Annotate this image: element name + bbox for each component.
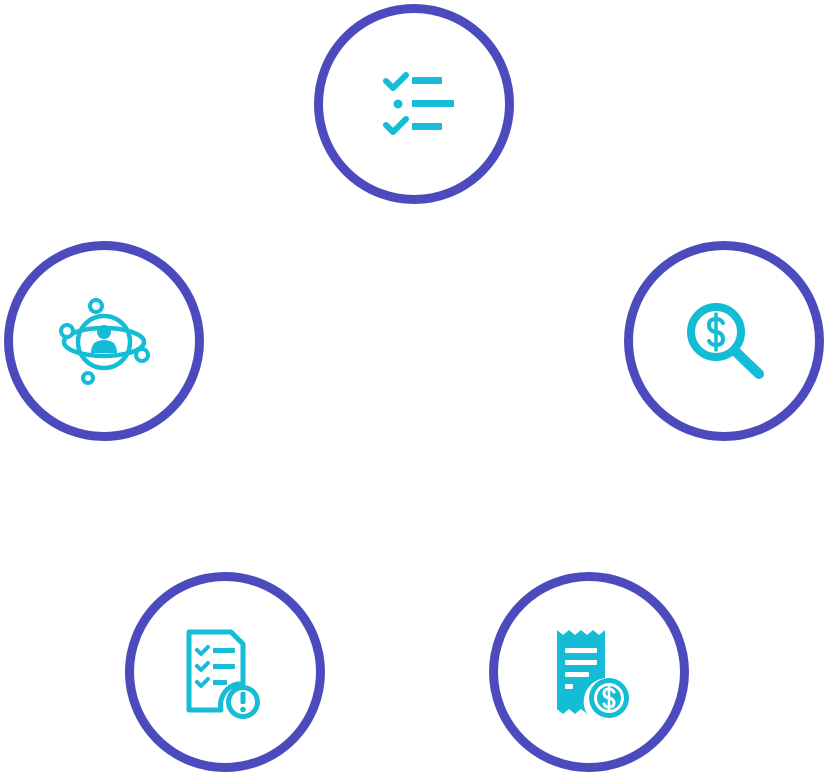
receipt-dollar-node	[489, 572, 689, 772]
report-alert-icon	[186, 629, 260, 719]
receipt-dollar-icon	[557, 630, 629, 718]
dollar-search-node	[624, 241, 824, 441]
report-alert-node	[125, 572, 325, 772]
user-network-node	[4, 241, 204, 441]
checklist-icon	[383, 72, 454, 135]
user-network-icon	[59, 298, 150, 385]
checklist-node	[314, 4, 514, 204]
dollar-search-icon	[687, 303, 764, 379]
